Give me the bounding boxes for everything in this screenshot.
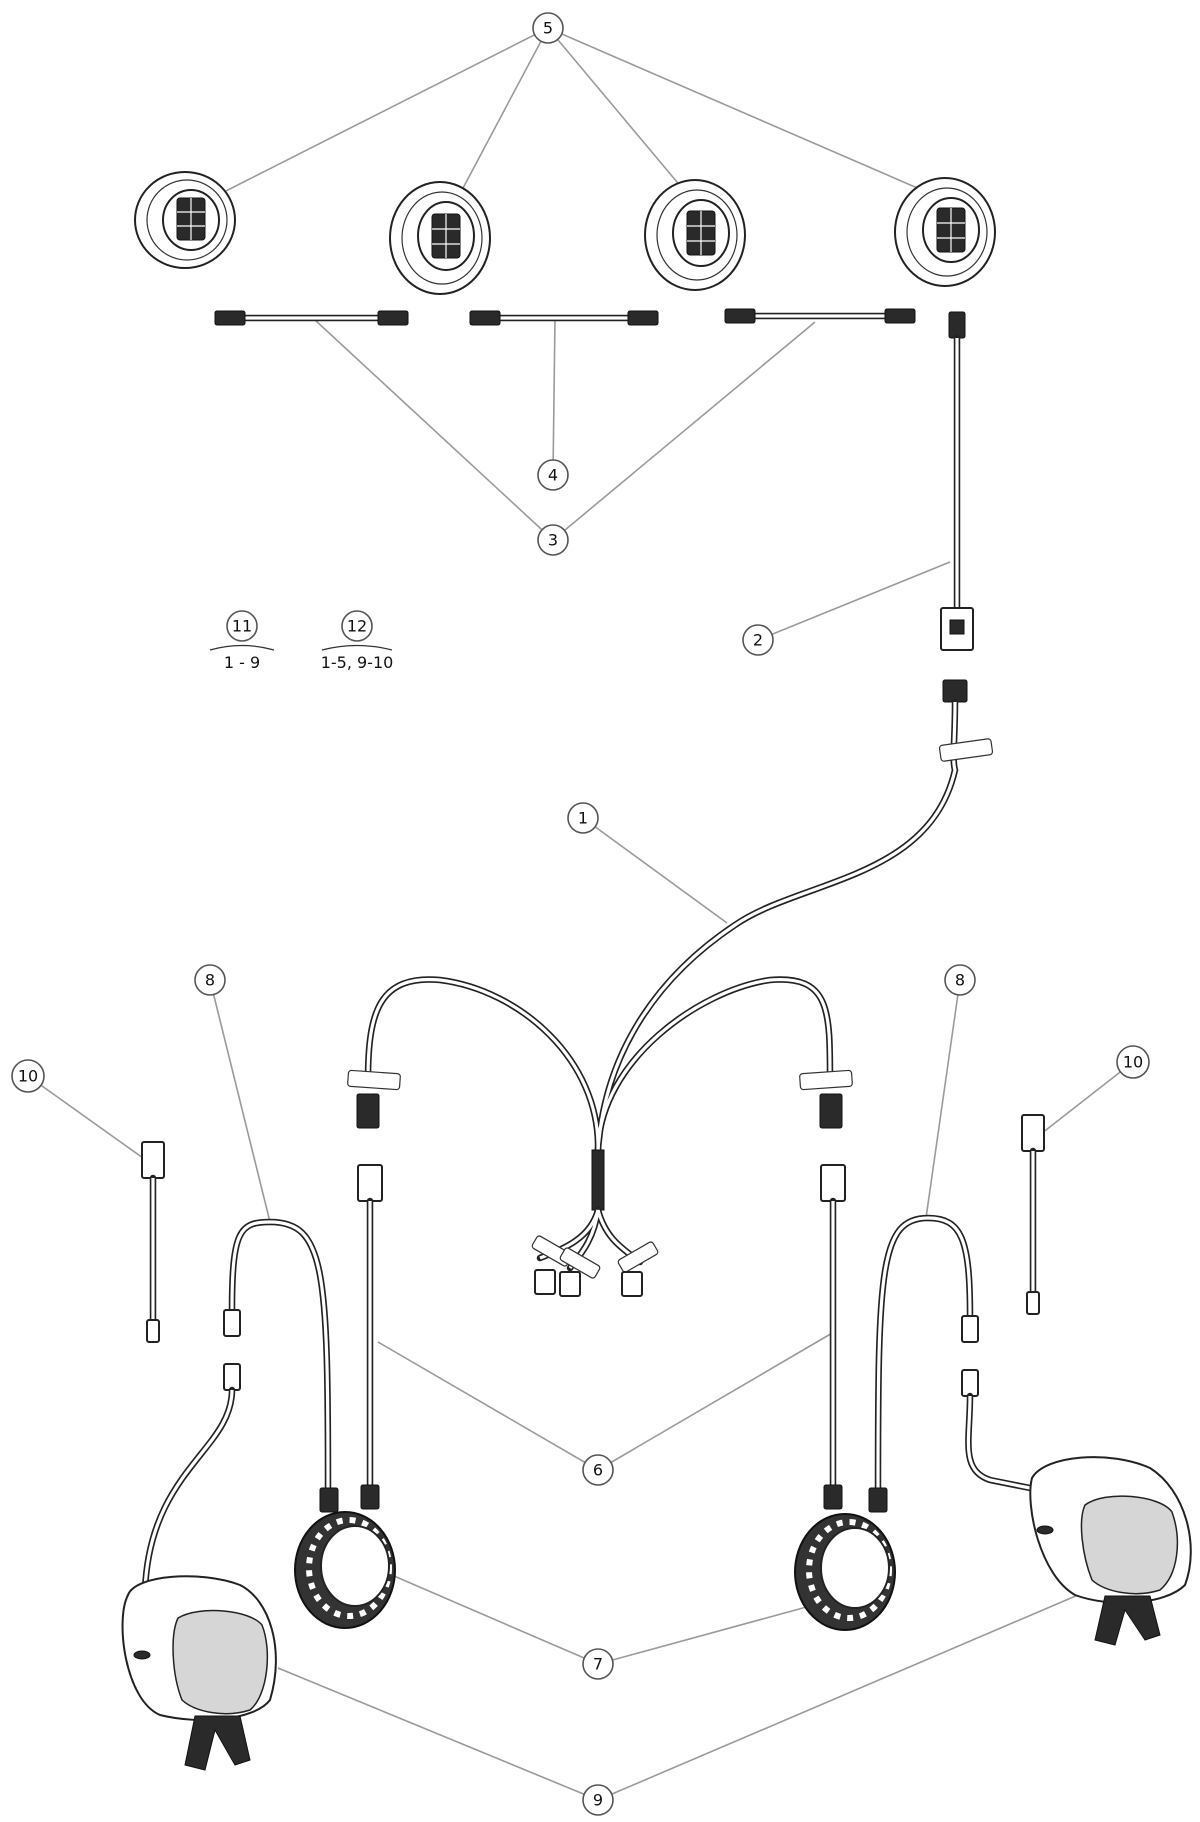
svg-text:8: 8 [205,971,215,990]
lamp-sockets [294,1511,896,1631]
callout-9: 9 [582,1784,614,1816]
lamp-leads [357,1164,846,1510]
svg-text:4: 4 [548,466,558,485]
svg-text:2: 2 [753,631,763,650]
lead-cable [940,311,974,651]
svg-text:7: 7 [593,1655,603,1674]
lamp-right [965,1392,1192,1646]
svg-text:1: 1 [578,809,588,828]
callout-6: 6 [582,1454,614,1486]
svg-text:9: 9 [593,1791,603,1810]
lamp-left [121,1386,277,1771]
jumper-cables [214,308,916,326]
kit-11-includes: 1 - 9 [224,653,260,672]
kit-12-includes: 1-5, 9-10 [321,653,394,672]
jumper-cable [724,308,916,324]
switch-panel [134,171,236,269]
callout-8-left: 8 [194,964,226,996]
svg-text:10: 10 [1123,1053,1143,1072]
callout-5: 5 [532,12,564,44]
svg-text:11: 11 [232,617,252,636]
loop-lead [223,1218,339,1513]
callout-7: 7 [582,1648,614,1680]
loop-lead [868,1214,979,1513]
adapter-lead [1021,1114,1045,1315]
callout-8-right: 8 [944,964,976,996]
jumper-cable [214,310,409,326]
loop-leads [223,1214,979,1513]
switch-panel [894,177,996,287]
svg-text:12: 12 [347,617,367,636]
svg-text:8: 8 [955,971,965,990]
svg-text:5: 5 [543,19,553,38]
main-harness [347,679,994,1297]
lamps [121,1386,1192,1771]
switch-panel [644,179,746,291]
callout-1: 1 [567,802,599,834]
switch-panel [389,181,491,295]
jumper-cable [469,310,659,326]
callout-10-left: 10 [11,1059,45,1093]
callout-3: 3 [537,524,569,556]
svg-text:6: 6 [593,1461,603,1480]
callout-2: 2 [742,624,774,656]
leader-lines [27,27,1134,1801]
svg-text:10: 10 [18,1067,38,1086]
callouts: 5 4 3 2 1 8 8 10 10 6 7 9 [11,12,1150,1816]
kit-labels: 11 1 - 9 12 1-5, 9-10 [209,610,394,672]
kit-11: 11 1 - 9 [209,610,275,672]
callout-10-right: 10 [1116,1045,1150,1079]
lamp-socket [294,1511,396,1629]
kit-12: 12 1-5, 9-10 [321,610,394,672]
svg-text:3: 3 [548,531,558,550]
lamp-socket [794,1513,896,1631]
lamp-lead [820,1164,846,1510]
adapter-leads [141,1114,1045,1343]
lamp-lead [357,1164,383,1510]
callout-4: 4 [537,459,569,491]
adapter-lead [141,1141,165,1343]
switch-panels [134,171,996,295]
